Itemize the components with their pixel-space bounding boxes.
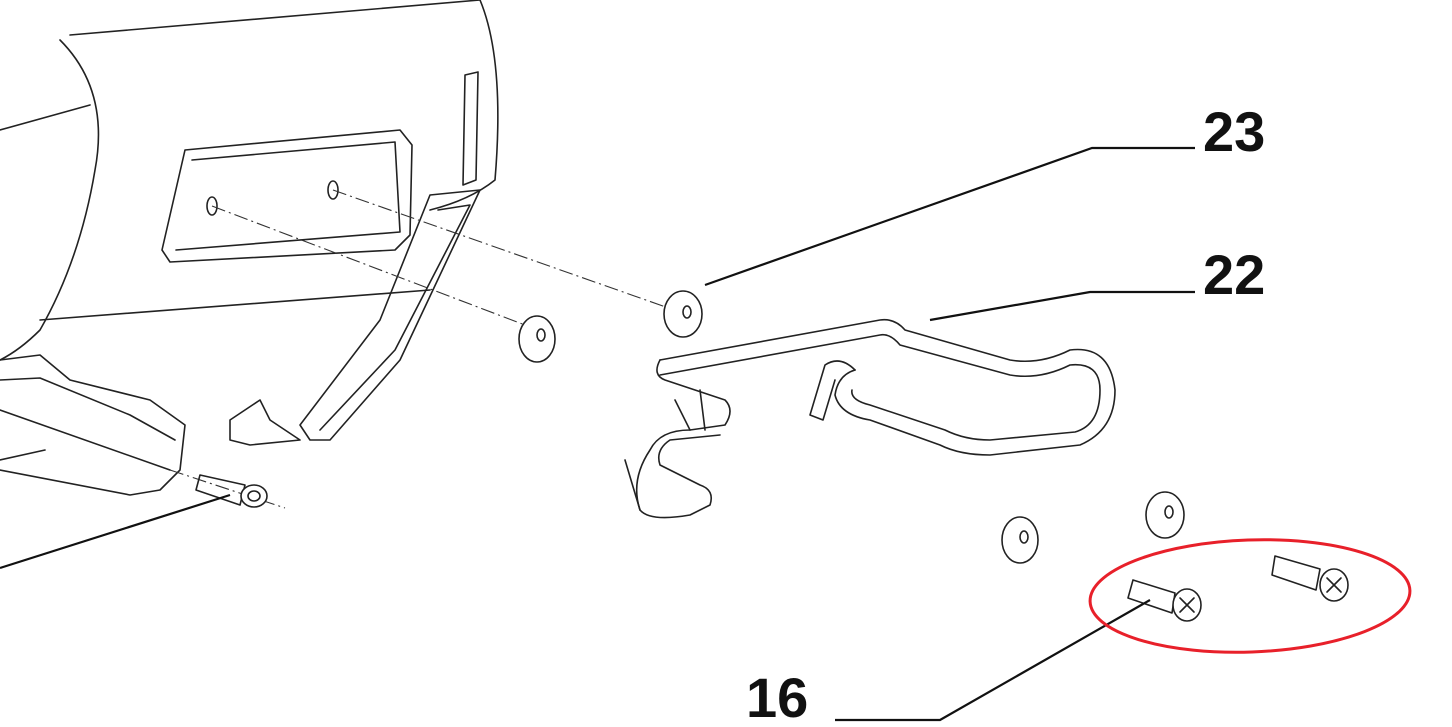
washer (518, 315, 556, 363)
phillips-screw (1127, 579, 1202, 622)
rod-part (624, 318, 1116, 519)
callout-23: 23 (1203, 100, 1266, 163)
cap-screw (195, 474, 268, 508)
callout-16: 16 (746, 666, 809, 727)
phillips-screw (1271, 555, 1349, 602)
leader-line-left (0, 493, 231, 570)
washer (663, 290, 703, 338)
alignment-line (169, 469, 286, 509)
housing-part (0, 0, 499, 496)
washer (1001, 516, 1039, 564)
leader-line-22 (929, 290, 1195, 322)
callout-22: 22 (1203, 243, 1266, 306)
highlight-ellipse (1088, 538, 1412, 654)
alignment-line (211, 205, 526, 326)
alignment-line (332, 189, 681, 313)
leader-line-23 (704, 146, 1195, 287)
leader-line-16 (835, 599, 1151, 722)
washer (1145, 491, 1185, 539)
